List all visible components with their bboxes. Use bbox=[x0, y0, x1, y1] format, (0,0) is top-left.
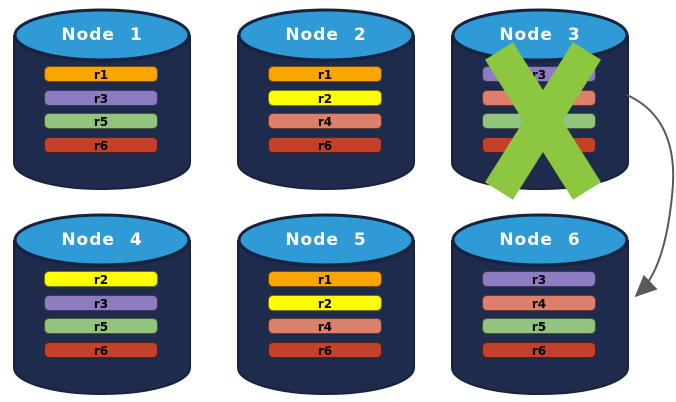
failure-x-icon bbox=[485, 42, 601, 200]
replica-bar: r6 bbox=[44, 137, 158, 153]
node-title: Node 4 bbox=[61, 230, 143, 250]
replica-bar: r6 bbox=[482, 342, 596, 358]
node-title: Node 5 bbox=[285, 230, 367, 250]
node-4: Node 4 r2 r3 r5 r6 bbox=[12, 212, 192, 402]
node-6: Node 6 r3 r4 r5 r6 bbox=[450, 212, 630, 402]
replica-bar: r4 bbox=[482, 295, 596, 311]
replica-bar: r1 bbox=[44, 66, 158, 82]
node-title: Node 6 bbox=[499, 230, 581, 250]
node-title: Node 3 bbox=[499, 25, 581, 45]
replica-bar: r4 bbox=[268, 318, 382, 334]
replica-bar: r3 bbox=[44, 295, 158, 311]
replica-bar: r2 bbox=[44, 271, 158, 287]
replica-bar: r6 bbox=[268, 137, 382, 153]
replica-bar: r6 bbox=[268, 342, 382, 358]
replica-bar: r4 bbox=[268, 113, 382, 129]
replica-bar: r5 bbox=[44, 318, 158, 334]
replica-bar: r3 bbox=[44, 90, 158, 106]
node-1: Node 1 r1 r3 r5 r6 bbox=[12, 7, 192, 197]
node-2: Node 2 r1 r2 r4 r6 bbox=[236, 7, 416, 197]
replica-bar: r2 bbox=[268, 295, 382, 311]
replica-bar: r2 bbox=[268, 90, 382, 106]
replica-bar: r3 bbox=[482, 271, 596, 287]
node-5: Node 5 r1 r2 r4 r6 bbox=[236, 212, 416, 402]
replica-bar: r1 bbox=[268, 271, 382, 287]
node-title: Node 2 bbox=[285, 25, 367, 45]
node-3: Node 3 r3 r4 r5 r6 bbox=[450, 7, 630, 200]
replica-bar: r5 bbox=[482, 318, 596, 334]
replica-bar: r5 bbox=[44, 113, 158, 129]
replica-bar: r6 bbox=[44, 342, 158, 358]
node-title: Node 1 bbox=[61, 25, 143, 45]
replica-bar: r1 bbox=[268, 66, 382, 82]
